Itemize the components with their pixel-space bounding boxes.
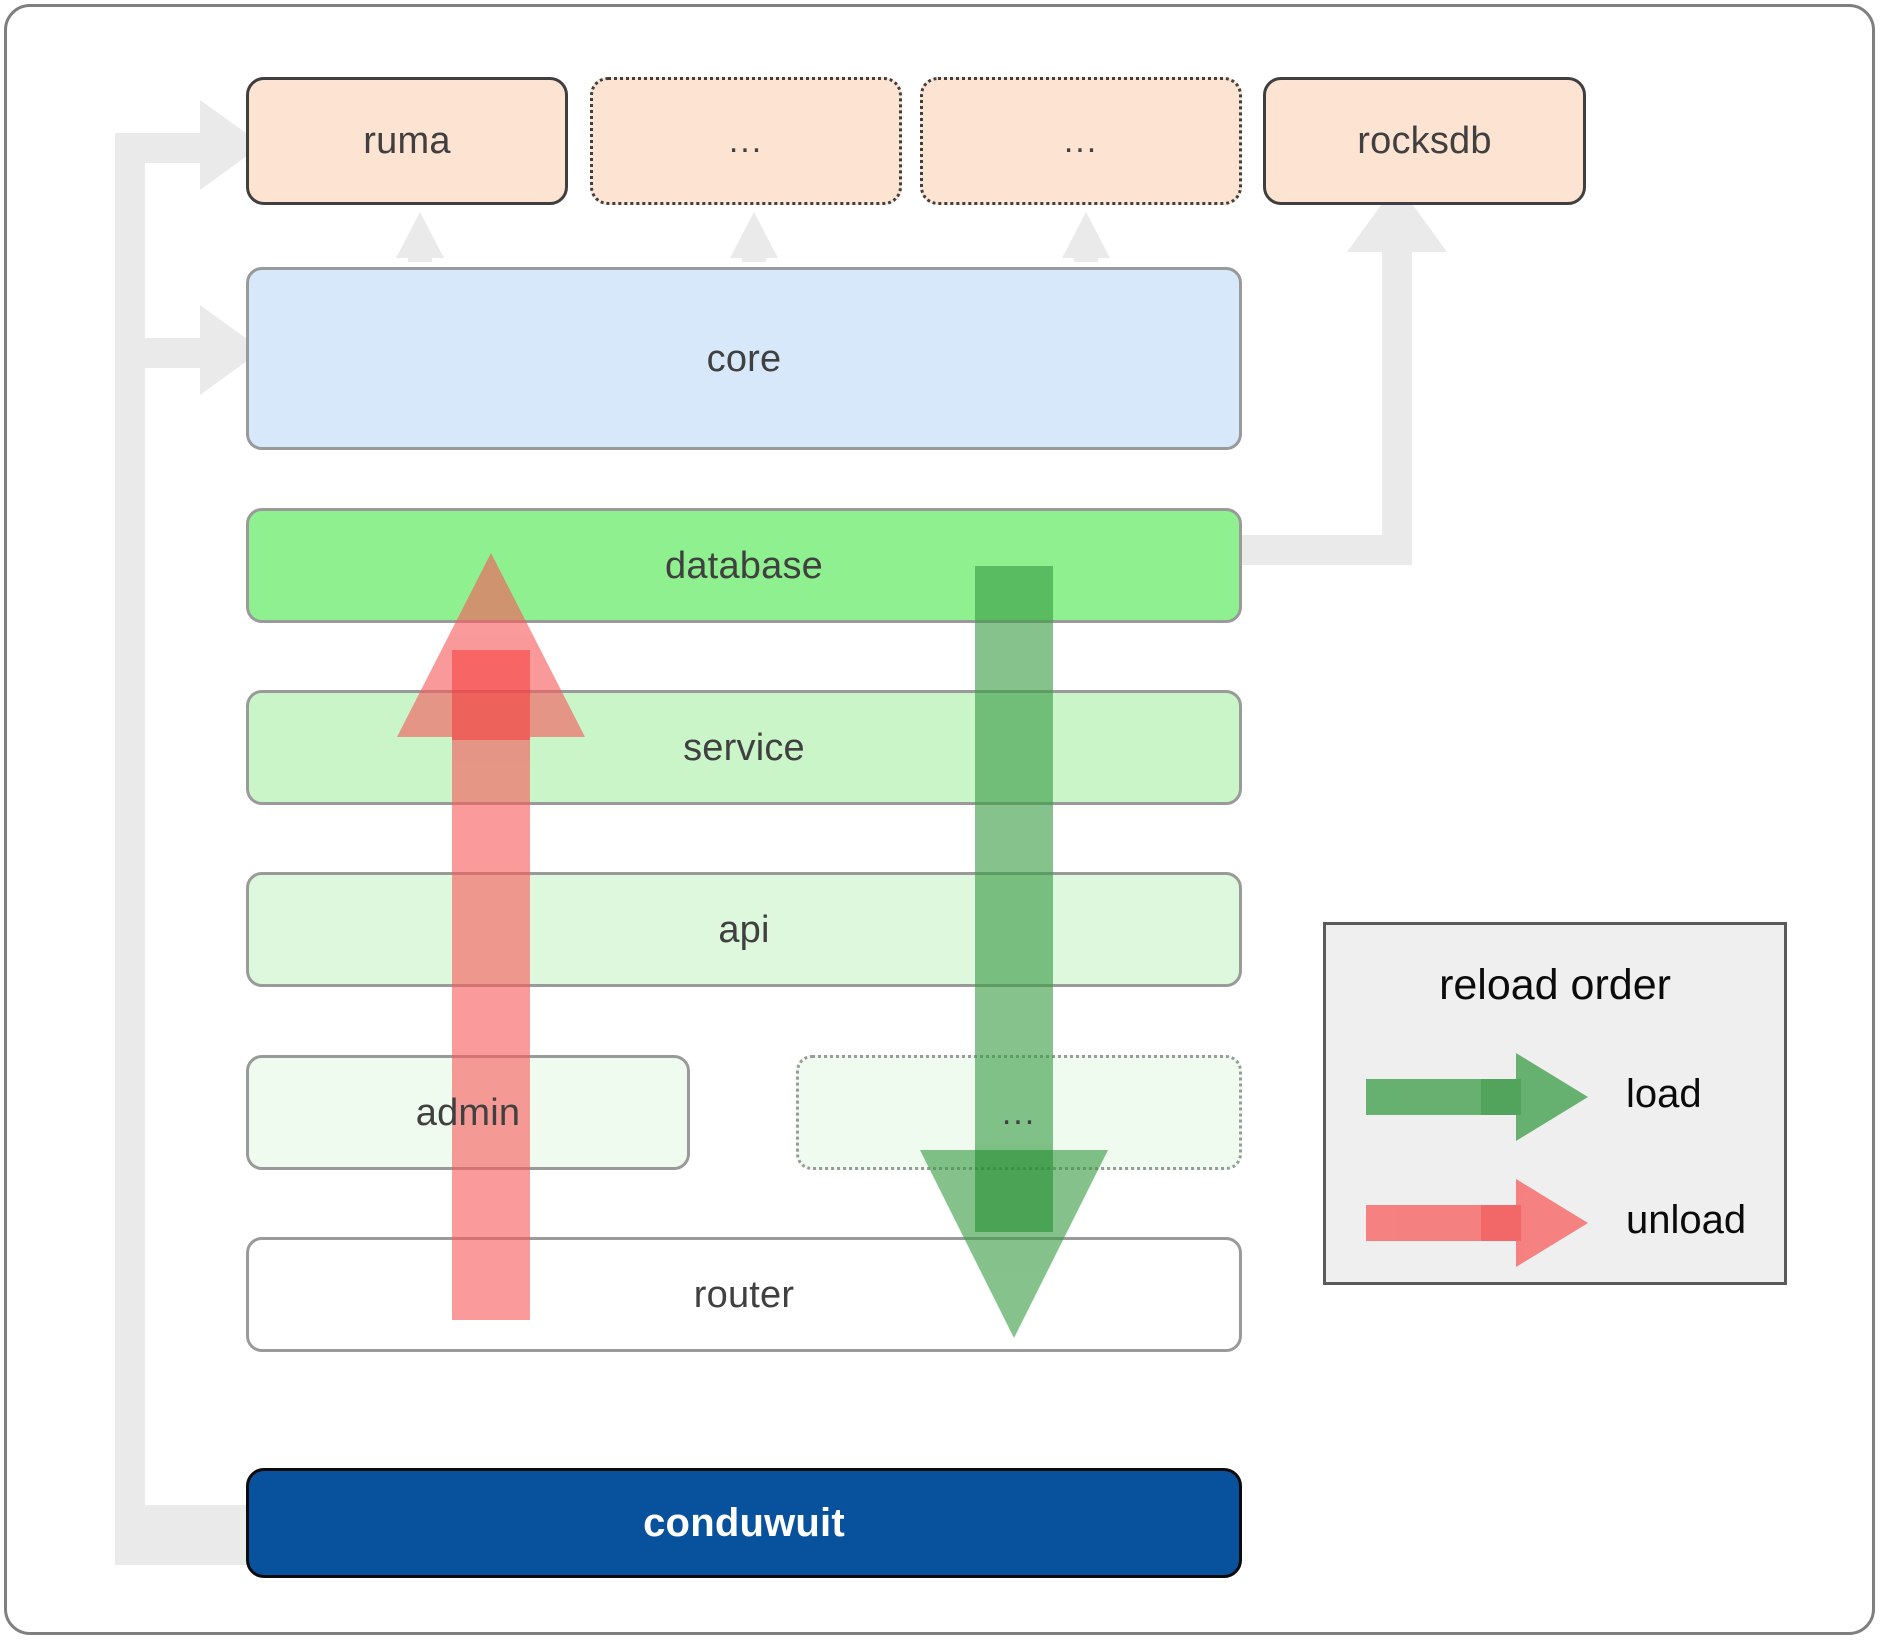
layer-admin-label: admin xyxy=(415,1091,521,1134)
layer-service-label: service xyxy=(683,726,805,769)
layer-router-label: router xyxy=(693,1273,795,1316)
layer-admin[interactable]: admin xyxy=(246,1055,690,1170)
diagram-frame xyxy=(4,4,1875,1635)
legend-load-label: load xyxy=(1626,1072,1702,1116)
legend-unload-arrow xyxy=(1366,1179,1588,1267)
root-conduwuit-label: conduwuit xyxy=(643,1501,845,1545)
layer-api[interactable]: api xyxy=(246,872,1242,987)
layer-core-label: core xyxy=(706,337,782,380)
crate-placeholder-1-label: ... xyxy=(728,122,764,160)
layer-placeholder-label: ... xyxy=(1001,1093,1037,1132)
root-conduwuit[interactable]: conduwuit xyxy=(246,1468,1242,1578)
layer-database-label: database xyxy=(665,544,823,587)
crate-ruma-label: ruma xyxy=(363,120,451,162)
crate-ruma[interactable]: ruma xyxy=(246,77,568,205)
legend-arrow-layer xyxy=(1366,1053,1588,1267)
layer-router[interactable]: router xyxy=(246,1237,1242,1352)
legend-title: reload order xyxy=(1439,961,1671,1009)
layer-service[interactable]: service xyxy=(246,690,1242,805)
crate-placeholder-2-label: ... xyxy=(1063,122,1099,160)
crate-rocksdb[interactable]: rocksdb xyxy=(1263,77,1586,205)
crate-rocksdb-label: rocksdb xyxy=(1357,120,1492,162)
crate-placeholder-2[interactable]: ... xyxy=(920,77,1242,205)
legend-load-arrow xyxy=(1366,1053,1588,1141)
layer-core[interactable]: core xyxy=(246,267,1242,450)
legend-unload-label: unload xyxy=(1626,1198,1747,1242)
crate-placeholder-1[interactable]: ... xyxy=(590,77,902,205)
layer-api-label: api xyxy=(718,908,770,951)
legend-panel: reload order load unload xyxy=(1323,922,1787,1285)
layer-database[interactable]: database xyxy=(246,508,1242,623)
layer-placeholder[interactable]: ... xyxy=(796,1055,1242,1170)
